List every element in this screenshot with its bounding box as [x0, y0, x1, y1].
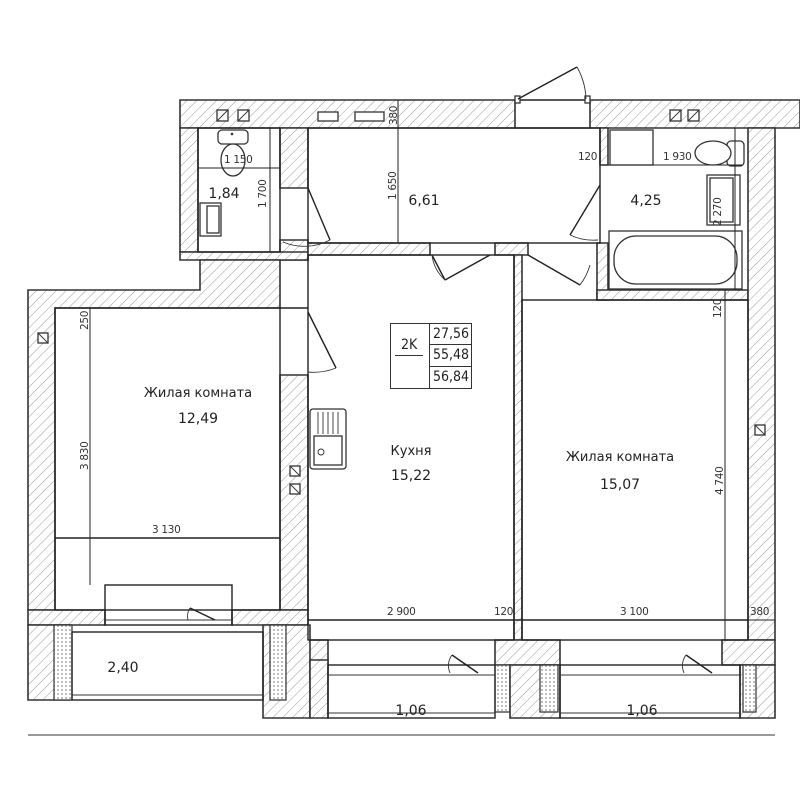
bathroom-toilet [694, 140, 745, 167]
hall-bottom-wall-left [307, 242, 431, 256]
top-wall [179, 99, 800, 129]
apartment-type: 2K [401, 337, 418, 353]
apartment-area-table: 2K 27,56 55,48 56,84 [390, 323, 472, 389]
bathroom-partition-top [599, 127, 609, 166]
toilet-partition [279, 127, 309, 189]
bottom-wall-r [721, 639, 776, 666]
kitchen-sink [309, 408, 347, 470]
loggia-walls [27, 624, 776, 719]
dimension-lines [55, 100, 775, 640]
balcony-door-top [514, 66, 591, 129]
toilet-sink [199, 202, 222, 237]
balcony-glazing [28, 619, 775, 736]
living-room-2-name: Жилая комната [565, 450, 675, 465]
ventilation-icons-side [37, 332, 766, 495]
living-area-value: 27,56 [430, 324, 471, 346]
hall-bottom-wall-mid [494, 242, 529, 256]
toilet-left-wall [179, 127, 199, 253]
hall-area: 6,61 [408, 193, 440, 209]
dim-bath-partition: 120 [578, 151, 598, 163]
bathroom-area: 4,25 [630, 193, 662, 209]
dim-room1-offset: 250 [79, 310, 91, 330]
kitchen-area: 15,22 [390, 468, 432, 484]
toilet-bottom-wall [179, 251, 309, 261]
bottom-wall-mid [231, 609, 309, 626]
dim-kitchen-partition: 120 [494, 606, 514, 618]
kitchen-room2-partition [513, 254, 523, 641]
kitchen-name: Кухня [390, 444, 432, 459]
door-swings [187, 184, 713, 674]
dim-room1-depth: 3 830 [79, 441, 91, 470]
ventilation-icons-top [216, 109, 700, 122]
total-with-balconies-value: 56,84 [432, 368, 469, 385]
living-room-1-name: Жилая комната [143, 386, 253, 401]
dim-room1-width: 3 130 [152, 524, 181, 536]
bottom-wall-kr [494, 639, 561, 666]
dim-bath-width: 1 930 [663, 151, 692, 163]
dim-bath-depth: 2 270 [712, 197, 724, 226]
total-area-value: 55,48 [430, 345, 471, 367]
dim-room2-width: 3 100 [620, 606, 649, 618]
dim-top-wall: 380 [388, 105, 400, 125]
dim-kitchen-width: 2 900 [387, 606, 416, 618]
washing-machine [609, 129, 654, 166]
right-wall [747, 127, 776, 641]
dim-bath-bottom-wall: 120 [712, 298, 724, 318]
balcony-2-area: 1,06 [626, 703, 658, 719]
dim-right-wall: 380 [750, 606, 770, 618]
bottom-wall-left [27, 609, 106, 626]
room-outlines [54, 127, 749, 719]
dim-toilet-width: 1 150 [224, 154, 253, 166]
room1-top-wall [27, 259, 281, 611]
toilet-area: 1,84 [208, 186, 240, 202]
living-room-1-area: 12,49 [177, 411, 219, 427]
bathtub [608, 230, 743, 290]
dim-toilet-depth: 1 700 [257, 179, 269, 208]
dim-hall-depth: 1 650 [387, 171, 399, 200]
loggia-1-area: 2,40 [107, 660, 139, 676]
balcony-1-area: 1,06 [395, 703, 427, 719]
living-room-2-area: 15,07 [599, 477, 641, 493]
toilet-fixture [217, 129, 249, 177]
dim-room2-depth: 4 740 [714, 466, 726, 495]
